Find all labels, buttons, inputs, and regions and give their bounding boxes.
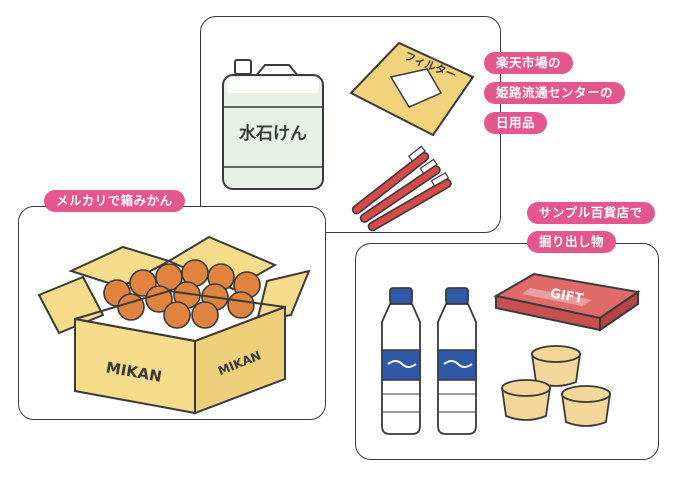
soap-label: 水石けん bbox=[239, 123, 307, 144]
panel-rakuten-goods: 水石けん フィルター bbox=[200, 16, 501, 233]
liquid-soap-icon: 水石けん bbox=[222, 59, 324, 190]
tag-sample-line-1: サンプル百貨店で bbox=[527, 202, 655, 224]
tag-sample-line-2: 掘り出し物 bbox=[527, 231, 617, 253]
filter-bag-icon: フィルター bbox=[349, 41, 475, 137]
tag-rakuten-line-2: 姫路流通センターの bbox=[484, 82, 626, 104]
pudding-cup-icon bbox=[560, 385, 612, 427]
toothbrush-icon bbox=[351, 145, 452, 232]
tag-rakuten-line-1: 楽天市場の bbox=[484, 52, 574, 74]
panel-mercari-mikan: MIKAN MIKAN bbox=[18, 206, 326, 420]
gift-box-icon: GIFT bbox=[493, 272, 641, 332]
panel-sample-store: GIFT bbox=[355, 243, 659, 460]
rakuten-illustration: 水石けん フィルター bbox=[222, 41, 475, 232]
mikan-box-icon: MIKAN MIKAN bbox=[37, 235, 311, 415]
tag-rakuten-line-3: 日用品 bbox=[484, 112, 548, 134]
tag-mercari: メルカリで箱みかん bbox=[44, 190, 185, 212]
water-bottle-icon bbox=[381, 287, 421, 435]
pudding-cup-icon bbox=[500, 379, 552, 421]
gift-label: GIFT bbox=[549, 286, 584, 307]
water-bottle-icon bbox=[437, 287, 477, 435]
sample-illustration: GIFT bbox=[381, 272, 641, 435]
mikan-box-illustration: MIKAN MIKAN bbox=[37, 235, 311, 415]
pudding-cup-icon bbox=[530, 345, 582, 387]
